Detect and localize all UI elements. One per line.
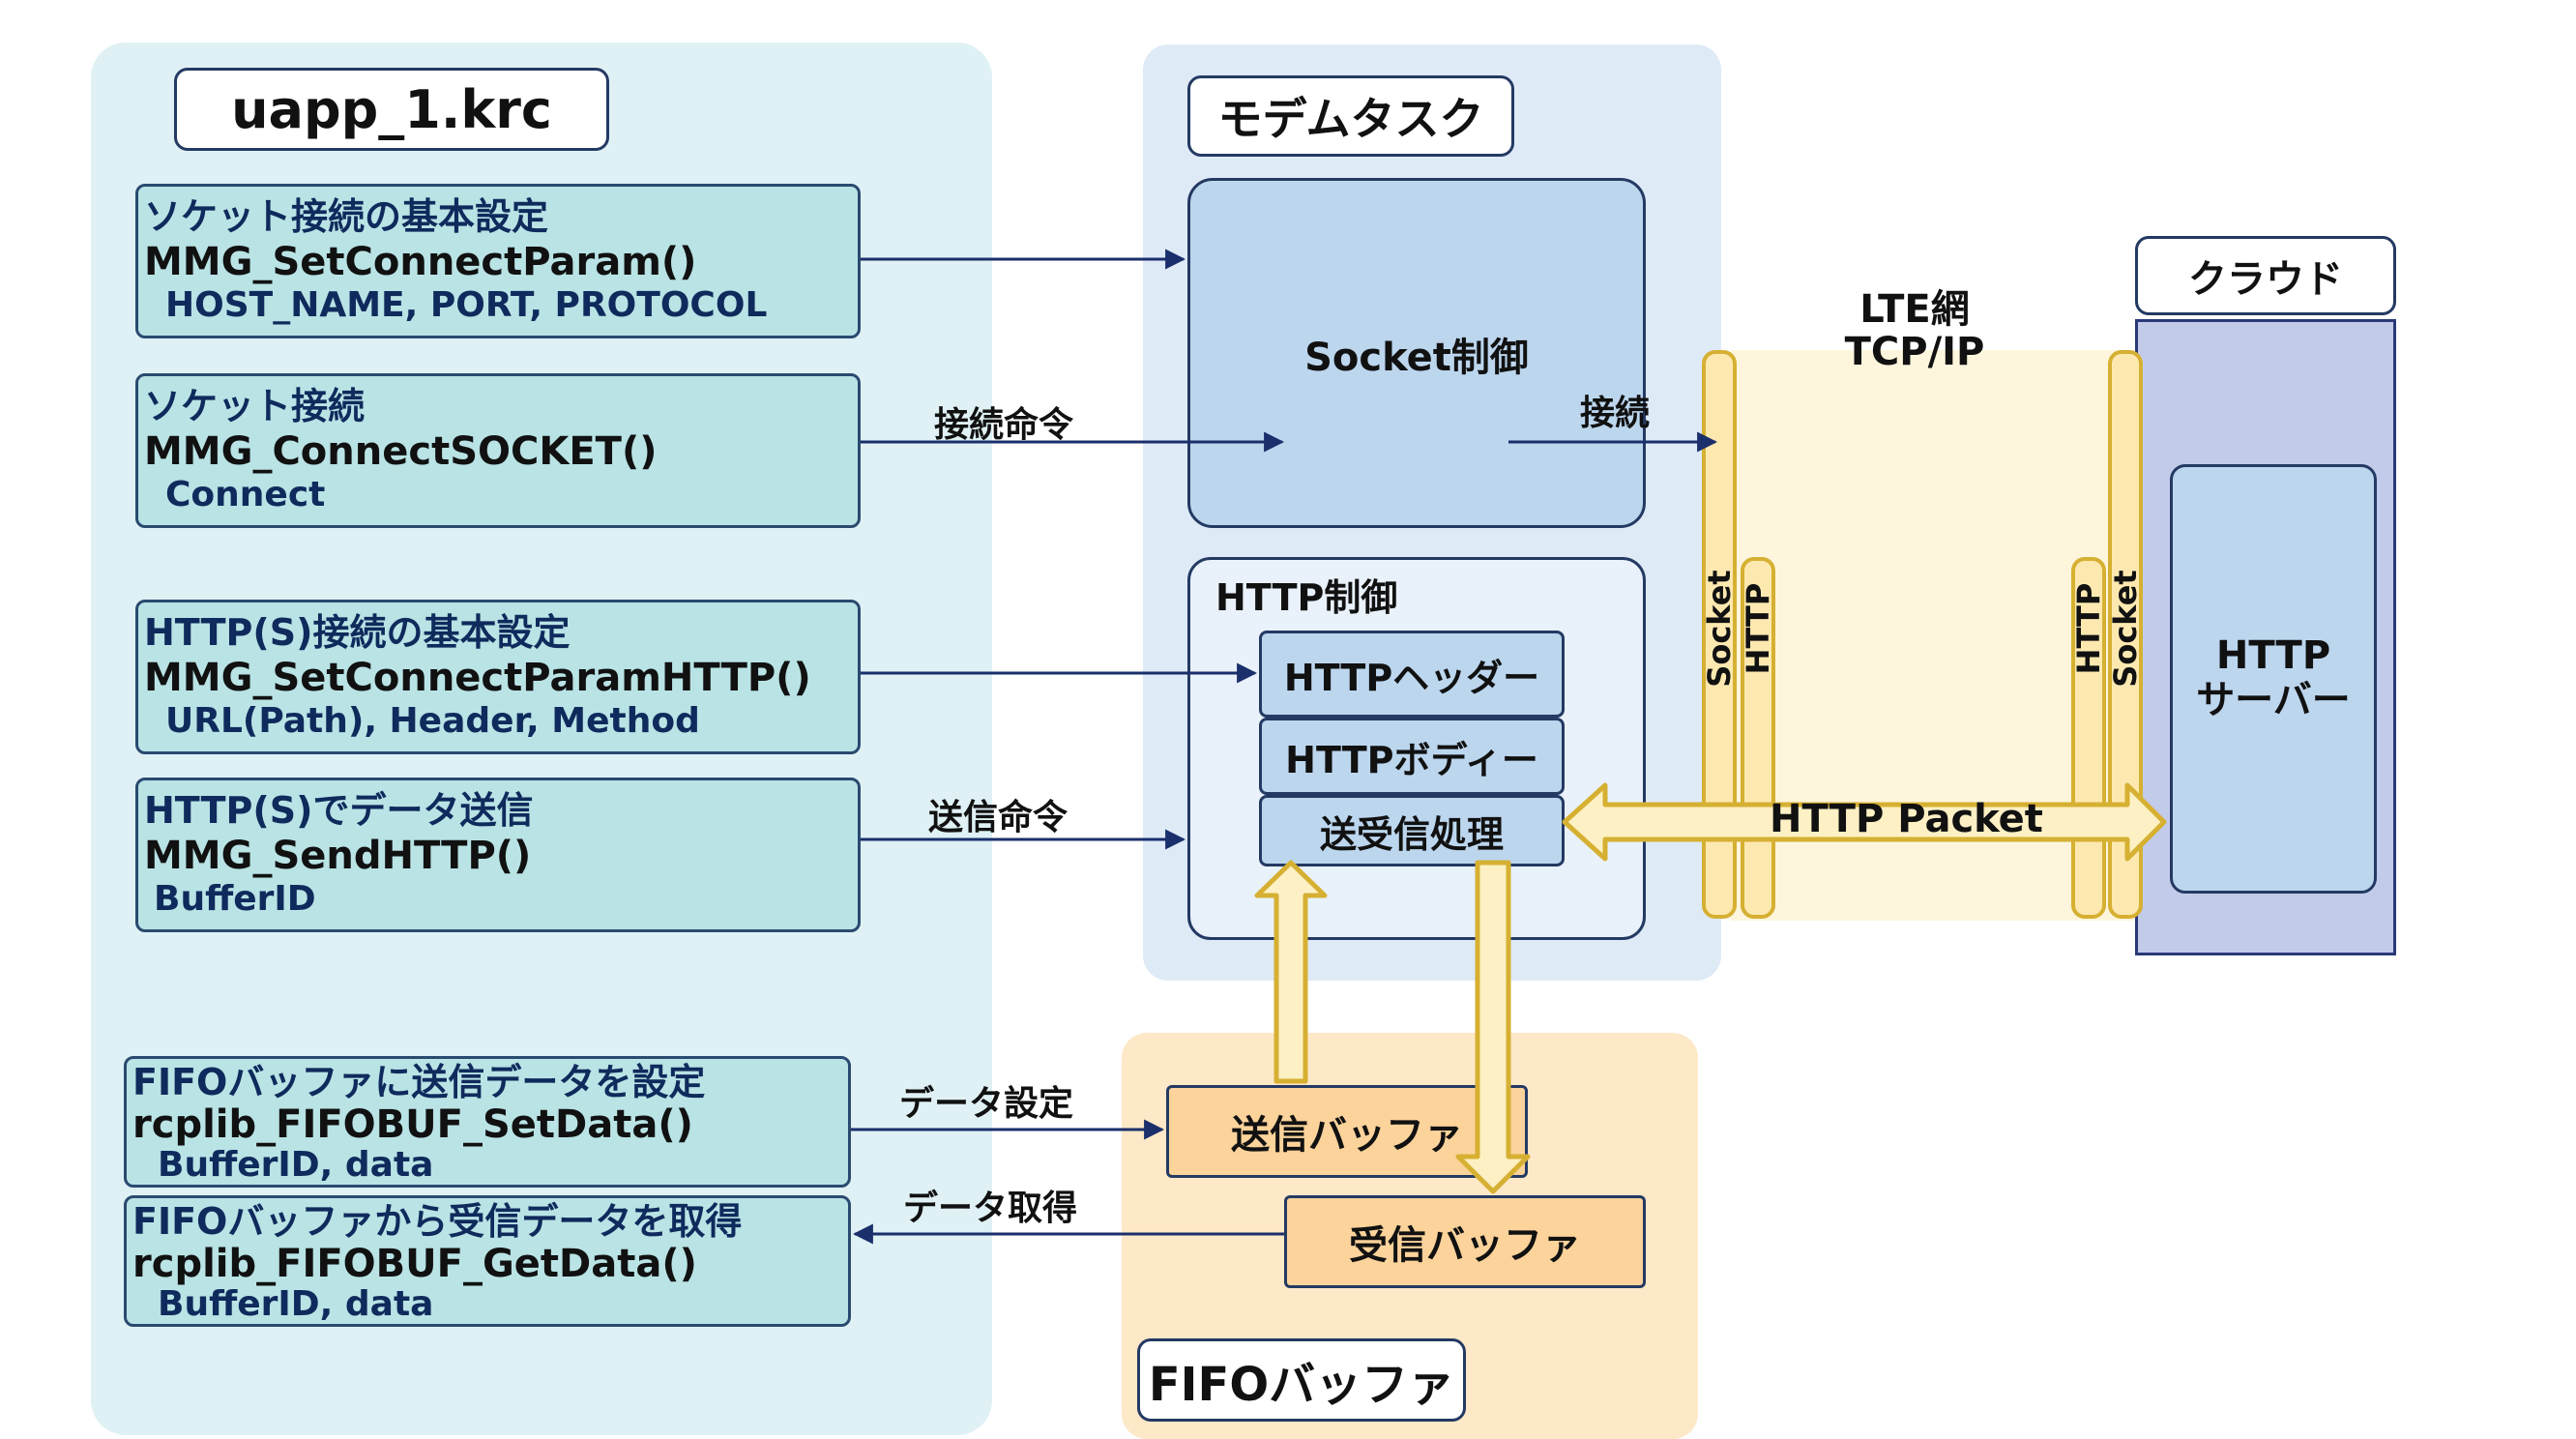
http-packet-arrow xyxy=(1562,782,2167,862)
fn-desc: ソケット接続 xyxy=(144,385,366,427)
cloud-title: クラウド xyxy=(2135,236,2396,315)
fn-name: rcplib_FIFOBUF_SetData() xyxy=(132,1102,693,1147)
fn-box-set-connect-param: ソケット接続の基本設定 MMG_SetConnectParam() HOST_N… xyxy=(135,184,861,338)
lte-network-label: LTE網 TCP/IP xyxy=(1799,288,2031,373)
fn-desc: ソケット接続の基本設定 xyxy=(144,195,549,238)
lte-line1: LTE網 xyxy=(1859,287,1970,332)
data-set-label: データ設定 xyxy=(899,1084,1074,1124)
http-body-item: HTTPボディー xyxy=(1259,718,1565,795)
fn-name: rcplib_FIFOBUF_GetData() xyxy=(132,1242,697,1286)
http-server-box: HTTP サーバー xyxy=(2170,464,2377,894)
fn-desc: HTTP(S)でデータ送信 xyxy=(144,789,534,832)
server-line1: HTTP xyxy=(2215,633,2331,678)
fn-box-set-connect-param-http: HTTP(S)接続の基本設定 MMG_SetConnectParamHTTP()… xyxy=(135,600,861,754)
fn-params: HOST_NAME, PORT, PROTOCOL xyxy=(165,285,768,325)
app-title: uapp_1.krc xyxy=(174,68,609,151)
fn-name: MMG_SendHTTP() xyxy=(144,834,532,878)
fifo-buffer-title: FIFOバッファ xyxy=(1137,1338,1466,1422)
http-control-title: HTTP制御 xyxy=(1215,576,1398,619)
connect-cmd-label: 接続命令 xyxy=(934,405,1074,445)
http-server-label: HTTP サーバー xyxy=(2173,633,2374,722)
fn-desc: FIFOバッファから受信データを取得 xyxy=(132,1200,743,1243)
fn-desc: FIFOバッファに送信データを設定 xyxy=(132,1061,706,1103)
fn-params: BufferID, data xyxy=(158,1145,434,1185)
fn-box-connect-socket: ソケット接続 MMG_ConnectSOCKET() Connect xyxy=(135,373,861,528)
fn-params: BufferID, data xyxy=(158,1284,434,1324)
recv-buffer-box: 受信バッファ xyxy=(1284,1195,1646,1288)
left-http-bar xyxy=(1741,557,1775,919)
socket-control-box: Socket制御 xyxy=(1187,178,1646,528)
fn-box-fifo-get-data: FIFOバッファから受信データを取得 rcplib_FIFOBUF_GetDat… xyxy=(124,1195,851,1327)
recv-buffer-down-arrow xyxy=(1455,860,1531,1194)
connect-label: 接続 xyxy=(1580,394,1651,433)
socket-control-label: Socket制御 xyxy=(1304,336,1529,380)
data-get-label: データ取得 xyxy=(903,1189,1078,1228)
fn-box-send-http: HTTP(S)でデータ送信 MMG_SendHTTP() BufferID xyxy=(135,778,861,932)
fn-params: BufferID xyxy=(154,879,316,919)
fn-name: MMG_SetConnectParam() xyxy=(144,240,697,284)
fn-params: Connect xyxy=(165,475,326,514)
http-header-item: HTTPヘッダー xyxy=(1259,631,1565,718)
send-buffer-up-arrow xyxy=(1254,860,1328,1084)
http-packet-label: HTTP Packet xyxy=(1770,797,2043,841)
fn-desc: HTTP(S)接続の基本設定 xyxy=(144,611,571,654)
fn-name: MMG_ConnectSOCKET() xyxy=(144,429,658,474)
right-http-bar xyxy=(2071,557,2106,919)
fn-params: URL(Path), Header, Method xyxy=(165,701,700,741)
lte-line2: TCP/IP xyxy=(1844,330,1985,374)
send-receive-process-item: 送受信処理 xyxy=(1259,795,1565,866)
server-line2: サーバー xyxy=(2196,678,2351,722)
send-cmd-label: 送信命令 xyxy=(928,798,1068,837)
fn-box-fifo-set-data: FIFOバッファに送信データを設定 rcplib_FIFOBUF_SetData… xyxy=(124,1056,851,1188)
modem-task-title: モデムタスク xyxy=(1187,75,1514,157)
fn-name: MMG_SetConnectParamHTTP() xyxy=(144,656,811,700)
